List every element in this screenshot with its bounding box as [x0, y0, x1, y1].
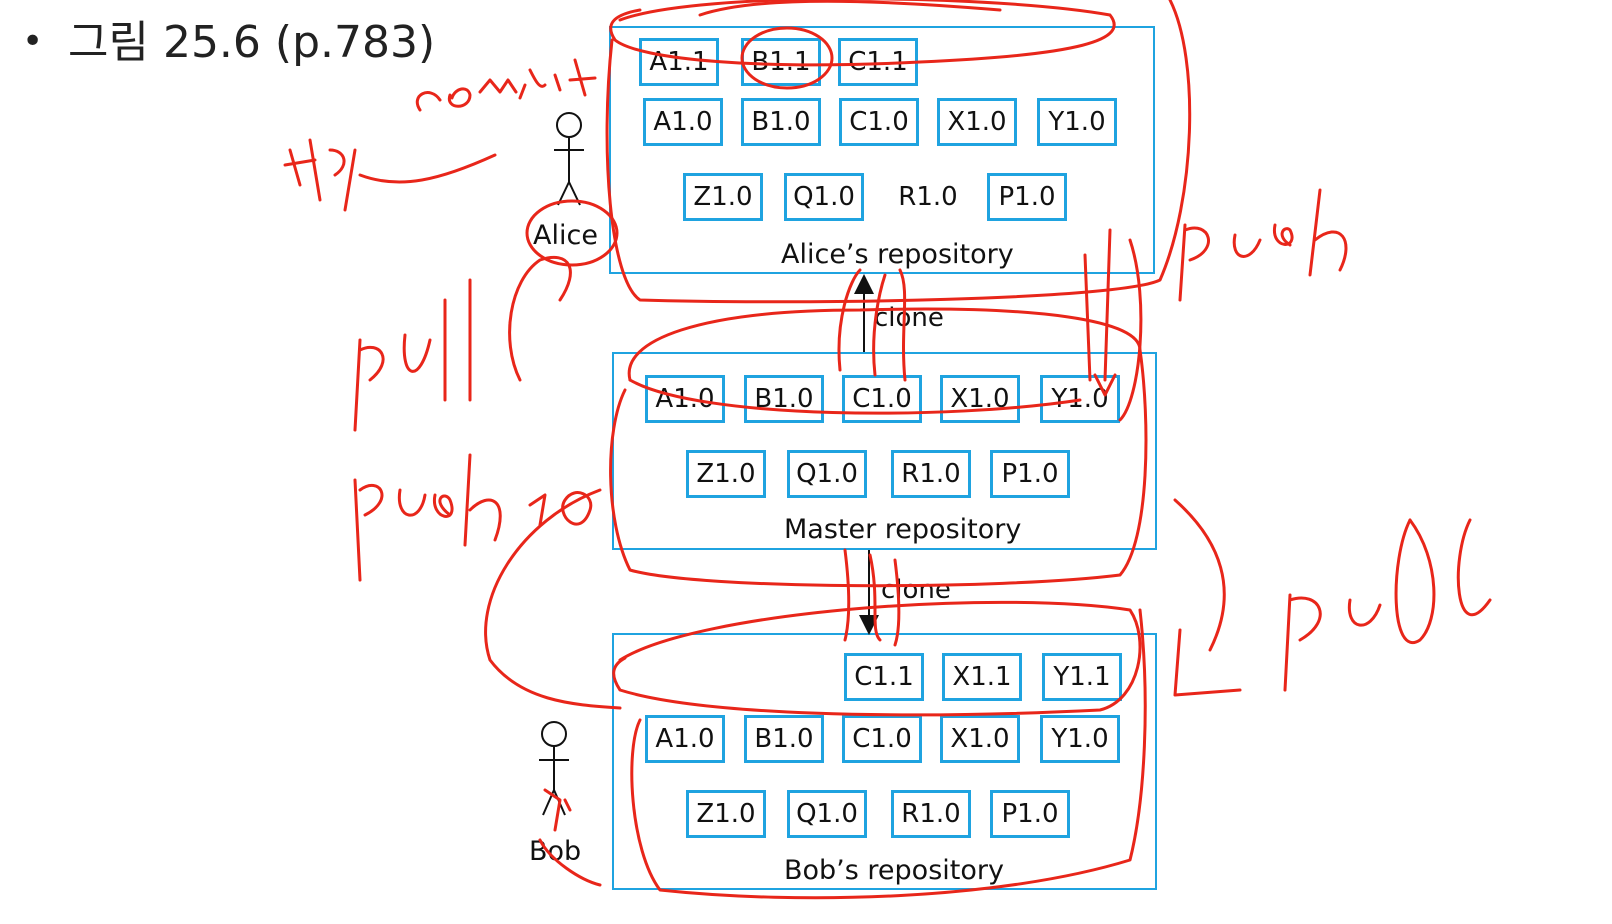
- component-box: P1.0: [987, 173, 1067, 221]
- component-box: C1.0: [842, 375, 922, 423]
- component-box: Z1.0: [686, 450, 766, 498]
- actor-bob-label: Bob: [529, 836, 582, 867]
- repository-label: Master repository: [784, 514, 1022, 545]
- handwritten-annotations: [283, 0, 1492, 900]
- component-box: B1.0: [744, 715, 824, 763]
- component-box: X1.0: [937, 98, 1017, 146]
- actor-alice-label: Alice: [533, 220, 598, 251]
- component-box: X1.0: [940, 715, 1020, 763]
- actor-alice-icon: [554, 112, 584, 206]
- component-box: Y1.0: [1040, 715, 1120, 763]
- component-box: P1.0: [990, 790, 1070, 838]
- component-box: P1.0: [990, 450, 1070, 498]
- component-box: Y1.1: [1042, 653, 1122, 701]
- component-box: Z1.0: [686, 790, 766, 838]
- component-box: A1.0: [643, 98, 723, 146]
- component-box: A1.0: [645, 715, 725, 763]
- component-box: Z1.0: [683, 173, 763, 221]
- slide-title: • 그림 25.6 (p.783): [22, 6, 435, 70]
- alice-repository: [609, 26, 1155, 274]
- repository-label: Alice’s repository: [781, 239, 1014, 270]
- component-box: X1.1: [942, 653, 1022, 701]
- bullet-icon: •: [22, 21, 44, 62]
- repository-label: Bob’s repository: [784, 855, 1004, 886]
- component-box: B1.0: [741, 98, 821, 146]
- component-box: R1.0: [891, 790, 971, 838]
- component-box: C1.0: [842, 715, 922, 763]
- component-box: B1.0: [744, 375, 824, 423]
- component-box: Y1.0: [1037, 98, 1117, 146]
- bob-repository: [612, 633, 1157, 890]
- slide-title-text: 그림 25.6 (p.783): [68, 17, 436, 68]
- clone-label-lower: clone: [881, 575, 951, 605]
- component-box: C1.1: [844, 653, 924, 701]
- component-box: R1.0: [891, 450, 971, 498]
- component-box: Q1.0: [787, 790, 867, 838]
- component-box: Q1.0: [784, 173, 864, 221]
- component-label: R1.0: [898, 182, 958, 212]
- component-box: Q1.0: [787, 450, 867, 498]
- master-repository: [612, 352, 1157, 550]
- component-box: C1.0: [839, 98, 919, 146]
